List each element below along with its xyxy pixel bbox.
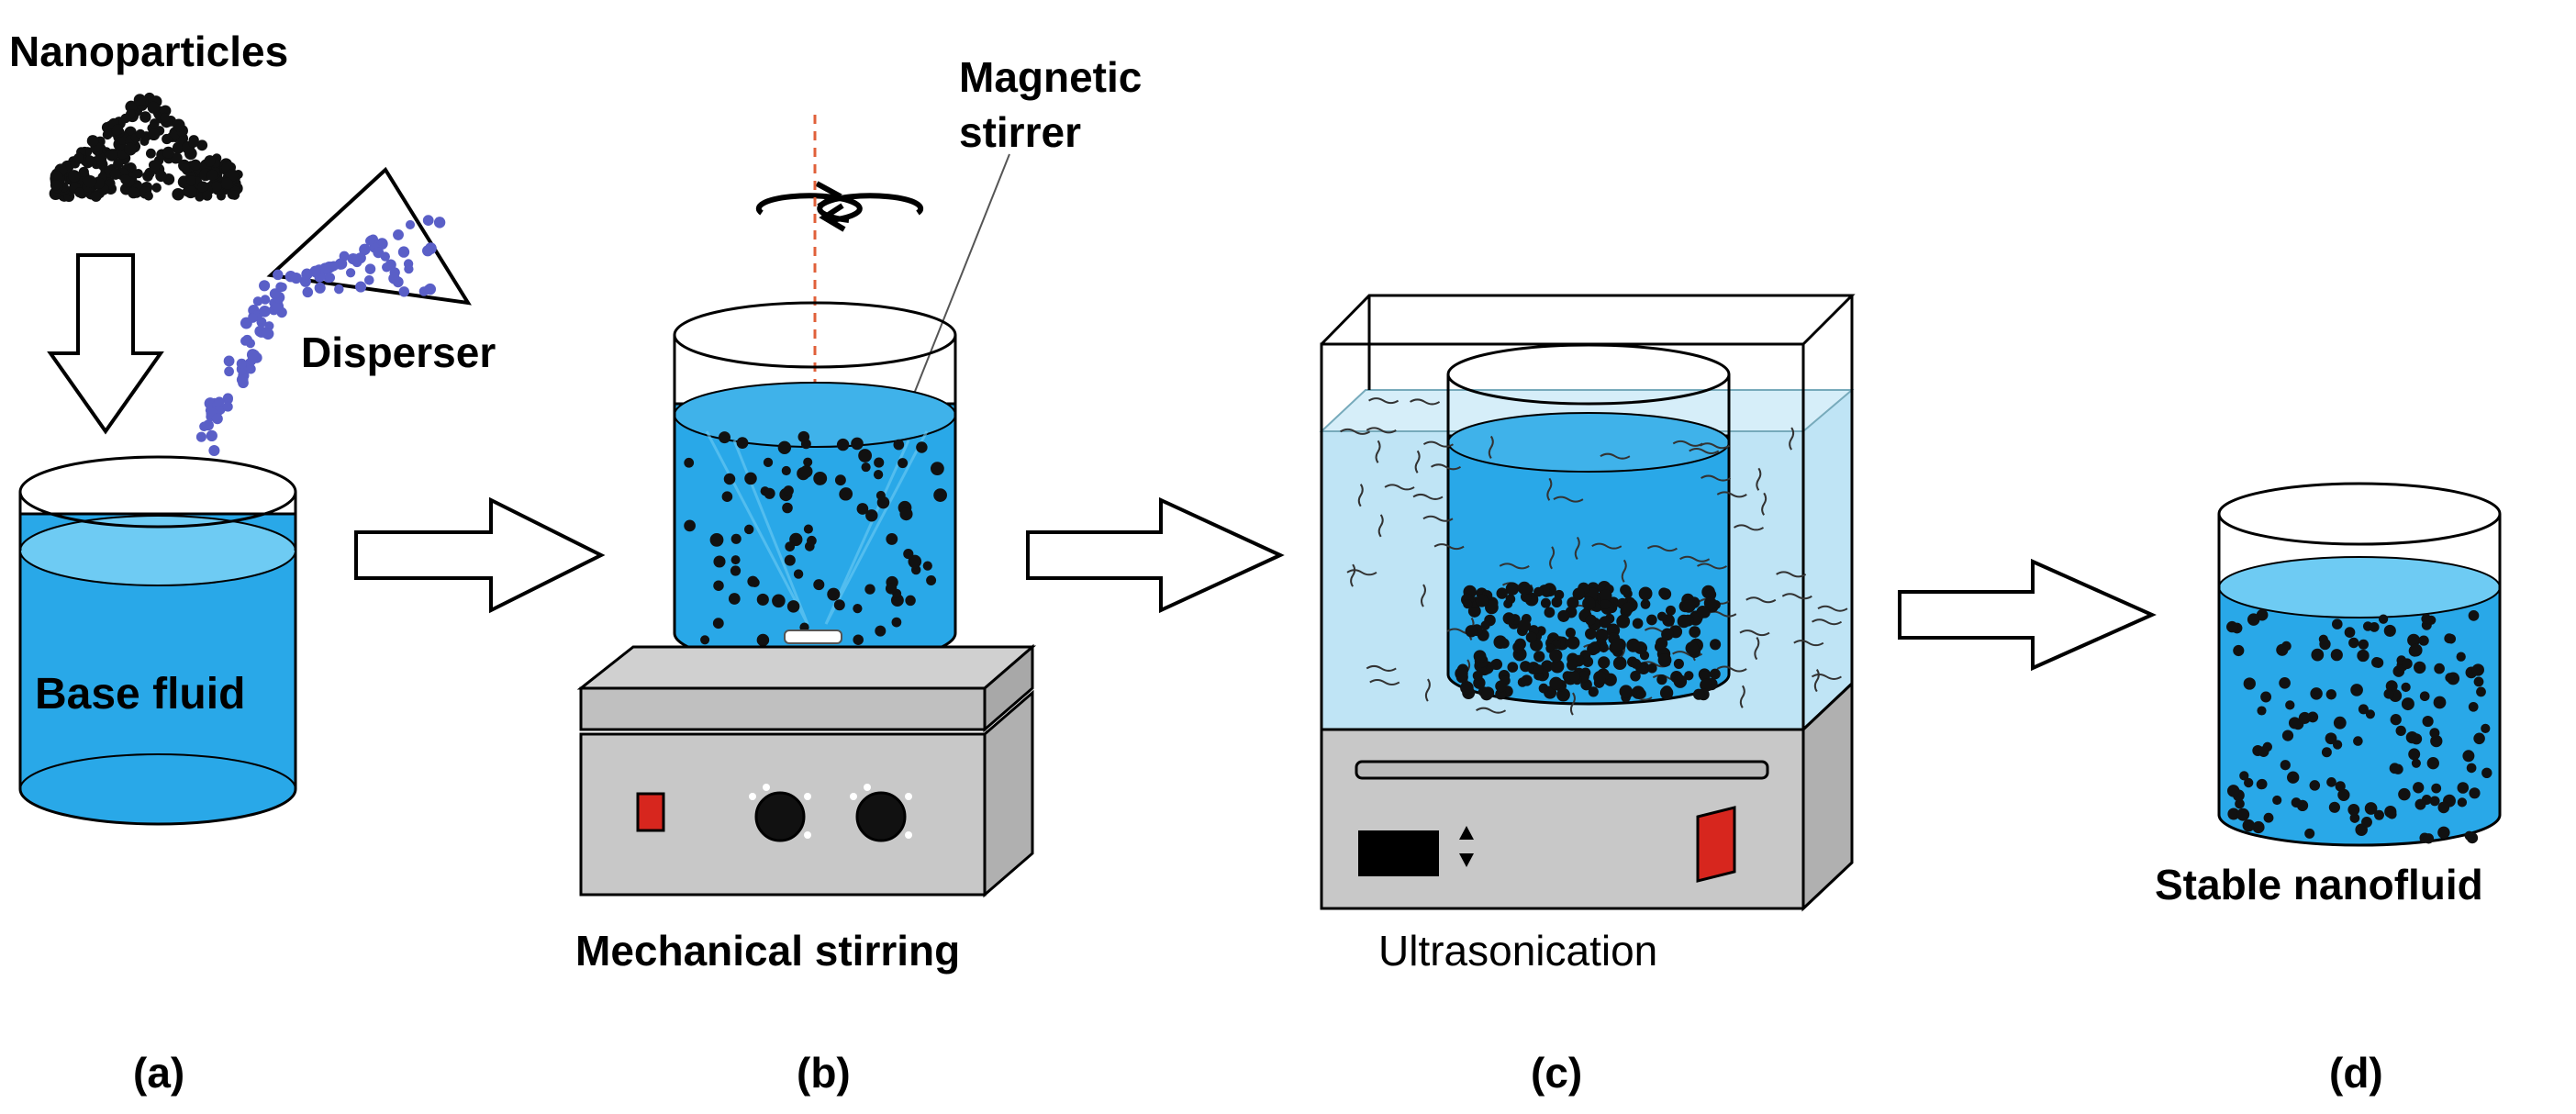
knob-ticks — [749, 784, 912, 839]
suspended-particles-b — [684, 430, 947, 647]
stir-bar-icon — [784, 629, 842, 644]
mechanical-stirring-label: Mechanical stirring — [575, 927, 960, 975]
panel-a-label: (a) — [133, 1049, 184, 1097]
right-arrow-icon — [1026, 496, 1285, 614]
panel-c: Ultrasonication (c) — [1319, 294, 1856, 1097]
disperser-particles — [195, 215, 446, 457]
timer-display — [1358, 830, 1439, 876]
hot-plate-front — [579, 686, 987, 731]
panel-d: Stable nanofluid (d) — [2155, 482, 2502, 1097]
panel-b: Magnetic stirrer Mechanical stirring (b — [575, 53, 1142, 1097]
hot-plate-top — [576, 645, 1037, 690]
panel-a: Nanoparticles Disperser Base fluid (a) — [9, 28, 496, 1097]
base-fluid-label: Base fluid — [35, 670, 245, 719]
magnetic-stirrer-label: Magnetic — [959, 53, 1142, 101]
panel-c-label: (c) — [1531, 1049, 1582, 1097]
speed-knob — [754, 791, 806, 842]
sonicator-slot — [1355, 760, 1769, 780]
stirring-beaker — [673, 301, 957, 667]
down-arrow-icon — [47, 253, 164, 435]
nanoparticle-pile — [49, 92, 243, 203]
up-down-arrows-icon — [1459, 826, 1474, 867]
panel-b-label: (b) — [797, 1049, 851, 1097]
disperser-label: Disperser — [301, 329, 496, 376]
stable-nanofluid-label: Stable nanofluid — [2155, 861, 2483, 908]
rotation-arrows-icon — [755, 181, 924, 232]
magnetic-stirrer-label-2: stirrer — [959, 108, 1081, 156]
nanofluid-beaker — [2217, 482, 2502, 847]
dispersed-particles-d — [2226, 608, 2492, 844]
right-arrow-icon — [354, 496, 606, 614]
panel-d-label: (d) — [2329, 1049, 2383, 1097]
right-arrow-icon — [1898, 558, 2157, 672]
sonication-beaker — [1446, 343, 1731, 706]
nanoparticles-label: Nanoparticles — [9, 28, 288, 75]
settled-particles-c — [1455, 580, 1722, 703]
power-switch-b — [636, 792, 665, 832]
base-fluid-beaker — [18, 455, 297, 826]
power-switch-c — [1696, 806, 1736, 883]
ultrasonication-label: Ultrasonication — [1378, 927, 1657, 975]
heat-knob — [855, 791, 907, 842]
